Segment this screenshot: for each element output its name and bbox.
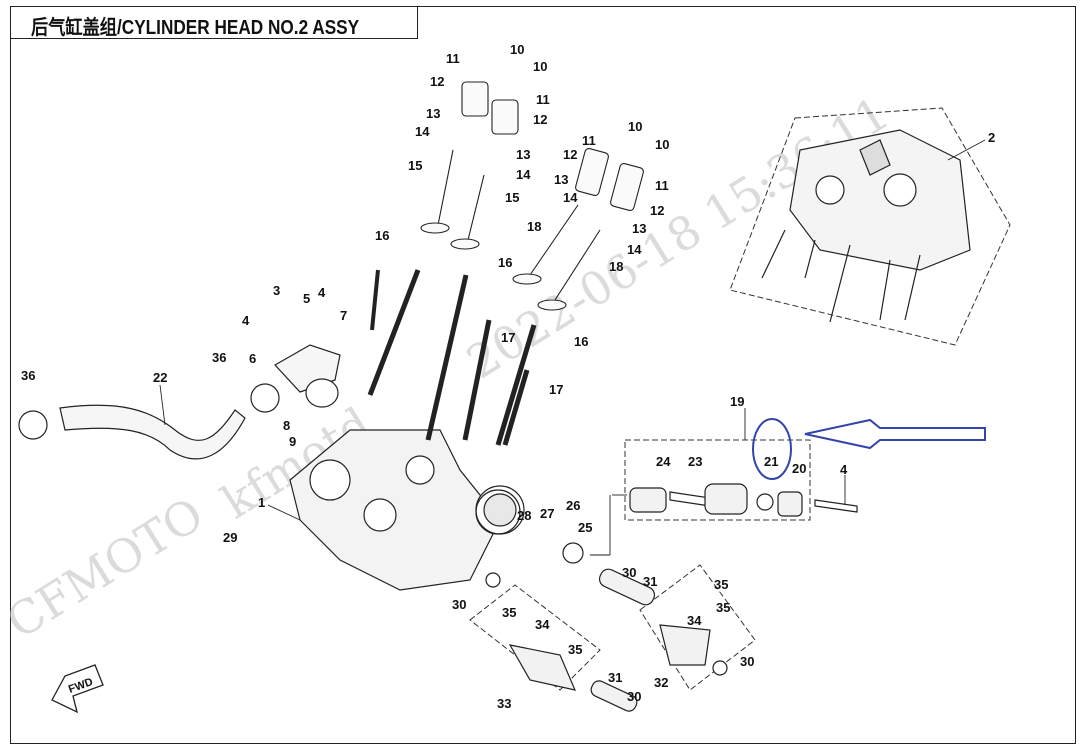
callout-23: 23 xyxy=(688,454,702,469)
callout-17a: 17 xyxy=(501,330,515,345)
callout-5: 5 xyxy=(303,291,310,306)
highlight-circle xyxy=(752,418,792,480)
callout-12b: 12 xyxy=(533,112,547,127)
callout-33: 33 xyxy=(497,696,511,711)
callout-25: 25 xyxy=(578,520,592,535)
fwd-arrow: FWD xyxy=(51,664,104,714)
callout-15a: 15 xyxy=(408,158,422,173)
callout-10c: 10 xyxy=(628,119,642,134)
callout-21: 21 xyxy=(764,454,778,469)
callout-28: 28 xyxy=(517,508,531,523)
assembly-reference-box xyxy=(729,107,1011,346)
callout-12a: 12 xyxy=(430,74,444,89)
callout-14c: 14 xyxy=(563,190,578,205)
callout-6: 6 xyxy=(249,351,256,366)
callout-10d: 10 xyxy=(655,137,669,152)
callout-11a: 11 xyxy=(446,51,460,66)
callout-22: 22 xyxy=(153,370,167,385)
callout-36a: 36 xyxy=(21,368,35,383)
callout-24: 24 xyxy=(656,454,671,469)
callout-27: 27 xyxy=(540,506,554,521)
callout-13b: 13 xyxy=(516,147,530,162)
callout-11d: 11 xyxy=(655,178,669,193)
callout-15b: 15 xyxy=(505,190,519,205)
callout-35d: 35 xyxy=(716,600,730,615)
callout-13a: 13 xyxy=(426,106,440,121)
callout-30a: 30 xyxy=(452,597,466,612)
highlight-arrow xyxy=(804,418,986,450)
callout-14b: 14 xyxy=(516,167,531,182)
callout-labels: 1 2 3 4 4 4 5 6 7 8 9 10 10 10 10 11 11 … xyxy=(21,42,995,711)
callout-18a: 18 xyxy=(527,219,541,234)
callout-7: 7 xyxy=(340,308,347,323)
callout-14a: 14 xyxy=(415,124,430,139)
callout-35a: 35 xyxy=(502,605,516,620)
assembled-head-drawing xyxy=(761,129,971,323)
callout-16a: 16 xyxy=(375,228,389,243)
callout-30d: 30 xyxy=(627,689,641,704)
watermark-brand: CFMOTO xyxy=(0,487,213,650)
callout-13c: 13 xyxy=(554,172,568,187)
callout-26: 26 xyxy=(566,498,580,513)
callout-35b: 35 xyxy=(568,642,582,657)
page-title: 后气缸盖组/CYLINDER HEAD NO.2 ASSY xyxy=(31,17,360,39)
callout-32: 32 xyxy=(654,675,668,690)
lower-parts xyxy=(475,489,728,712)
callout-35c: 35 xyxy=(714,577,728,592)
callout-11b: 11 xyxy=(536,92,550,107)
callout-31a: 31 xyxy=(643,574,657,589)
callout-3: 3 xyxy=(273,283,280,298)
callout-12d: 12 xyxy=(650,203,664,218)
tensioner-parts xyxy=(629,483,858,517)
callout-16b: 16 xyxy=(498,255,512,270)
callout-29: 29 xyxy=(223,530,237,545)
callout-18b: 18 xyxy=(609,259,623,274)
callout-34b: 34 xyxy=(687,613,702,628)
valve-train-parts xyxy=(367,81,644,446)
callout-2: 2 xyxy=(988,130,995,145)
callout-4b: 4 xyxy=(318,285,326,300)
coolant-hose xyxy=(18,344,341,460)
tensioner-group-box xyxy=(624,439,811,521)
leader-lines xyxy=(159,139,986,556)
callout-16c: 16 xyxy=(574,334,588,349)
callout-36b: 36 xyxy=(212,350,226,365)
callout-13d: 13 xyxy=(632,221,646,236)
callout-8: 8 xyxy=(283,418,290,433)
callout-12c: 12 xyxy=(563,147,577,162)
callout-30c: 30 xyxy=(740,654,754,669)
callout-11c: 11 xyxy=(582,133,596,148)
callout-17b: 17 xyxy=(549,382,563,397)
callout-4: 4 xyxy=(242,313,250,328)
callout-1: 1 xyxy=(258,495,265,510)
callout-20: 20 xyxy=(792,461,806,476)
drawing-frame xyxy=(10,6,1076,744)
cylinder-head-drawing xyxy=(289,429,525,591)
title-box: 后气缸盖组/CYLINDER HEAD NO.2 ASSY xyxy=(10,6,418,39)
callout-10b: 10 xyxy=(533,59,547,74)
callout-14d: 14 xyxy=(627,242,642,257)
callout-4c: 4 xyxy=(840,462,848,477)
callout-19: 19 xyxy=(730,394,744,409)
callout-10a: 10 xyxy=(510,42,524,57)
callout-34a: 34 xyxy=(535,617,550,632)
callout-9: 9 xyxy=(289,434,296,449)
callout-30b: 30 xyxy=(622,565,636,580)
highlight-annotation xyxy=(752,418,986,480)
callout-31b: 31 xyxy=(608,670,622,685)
